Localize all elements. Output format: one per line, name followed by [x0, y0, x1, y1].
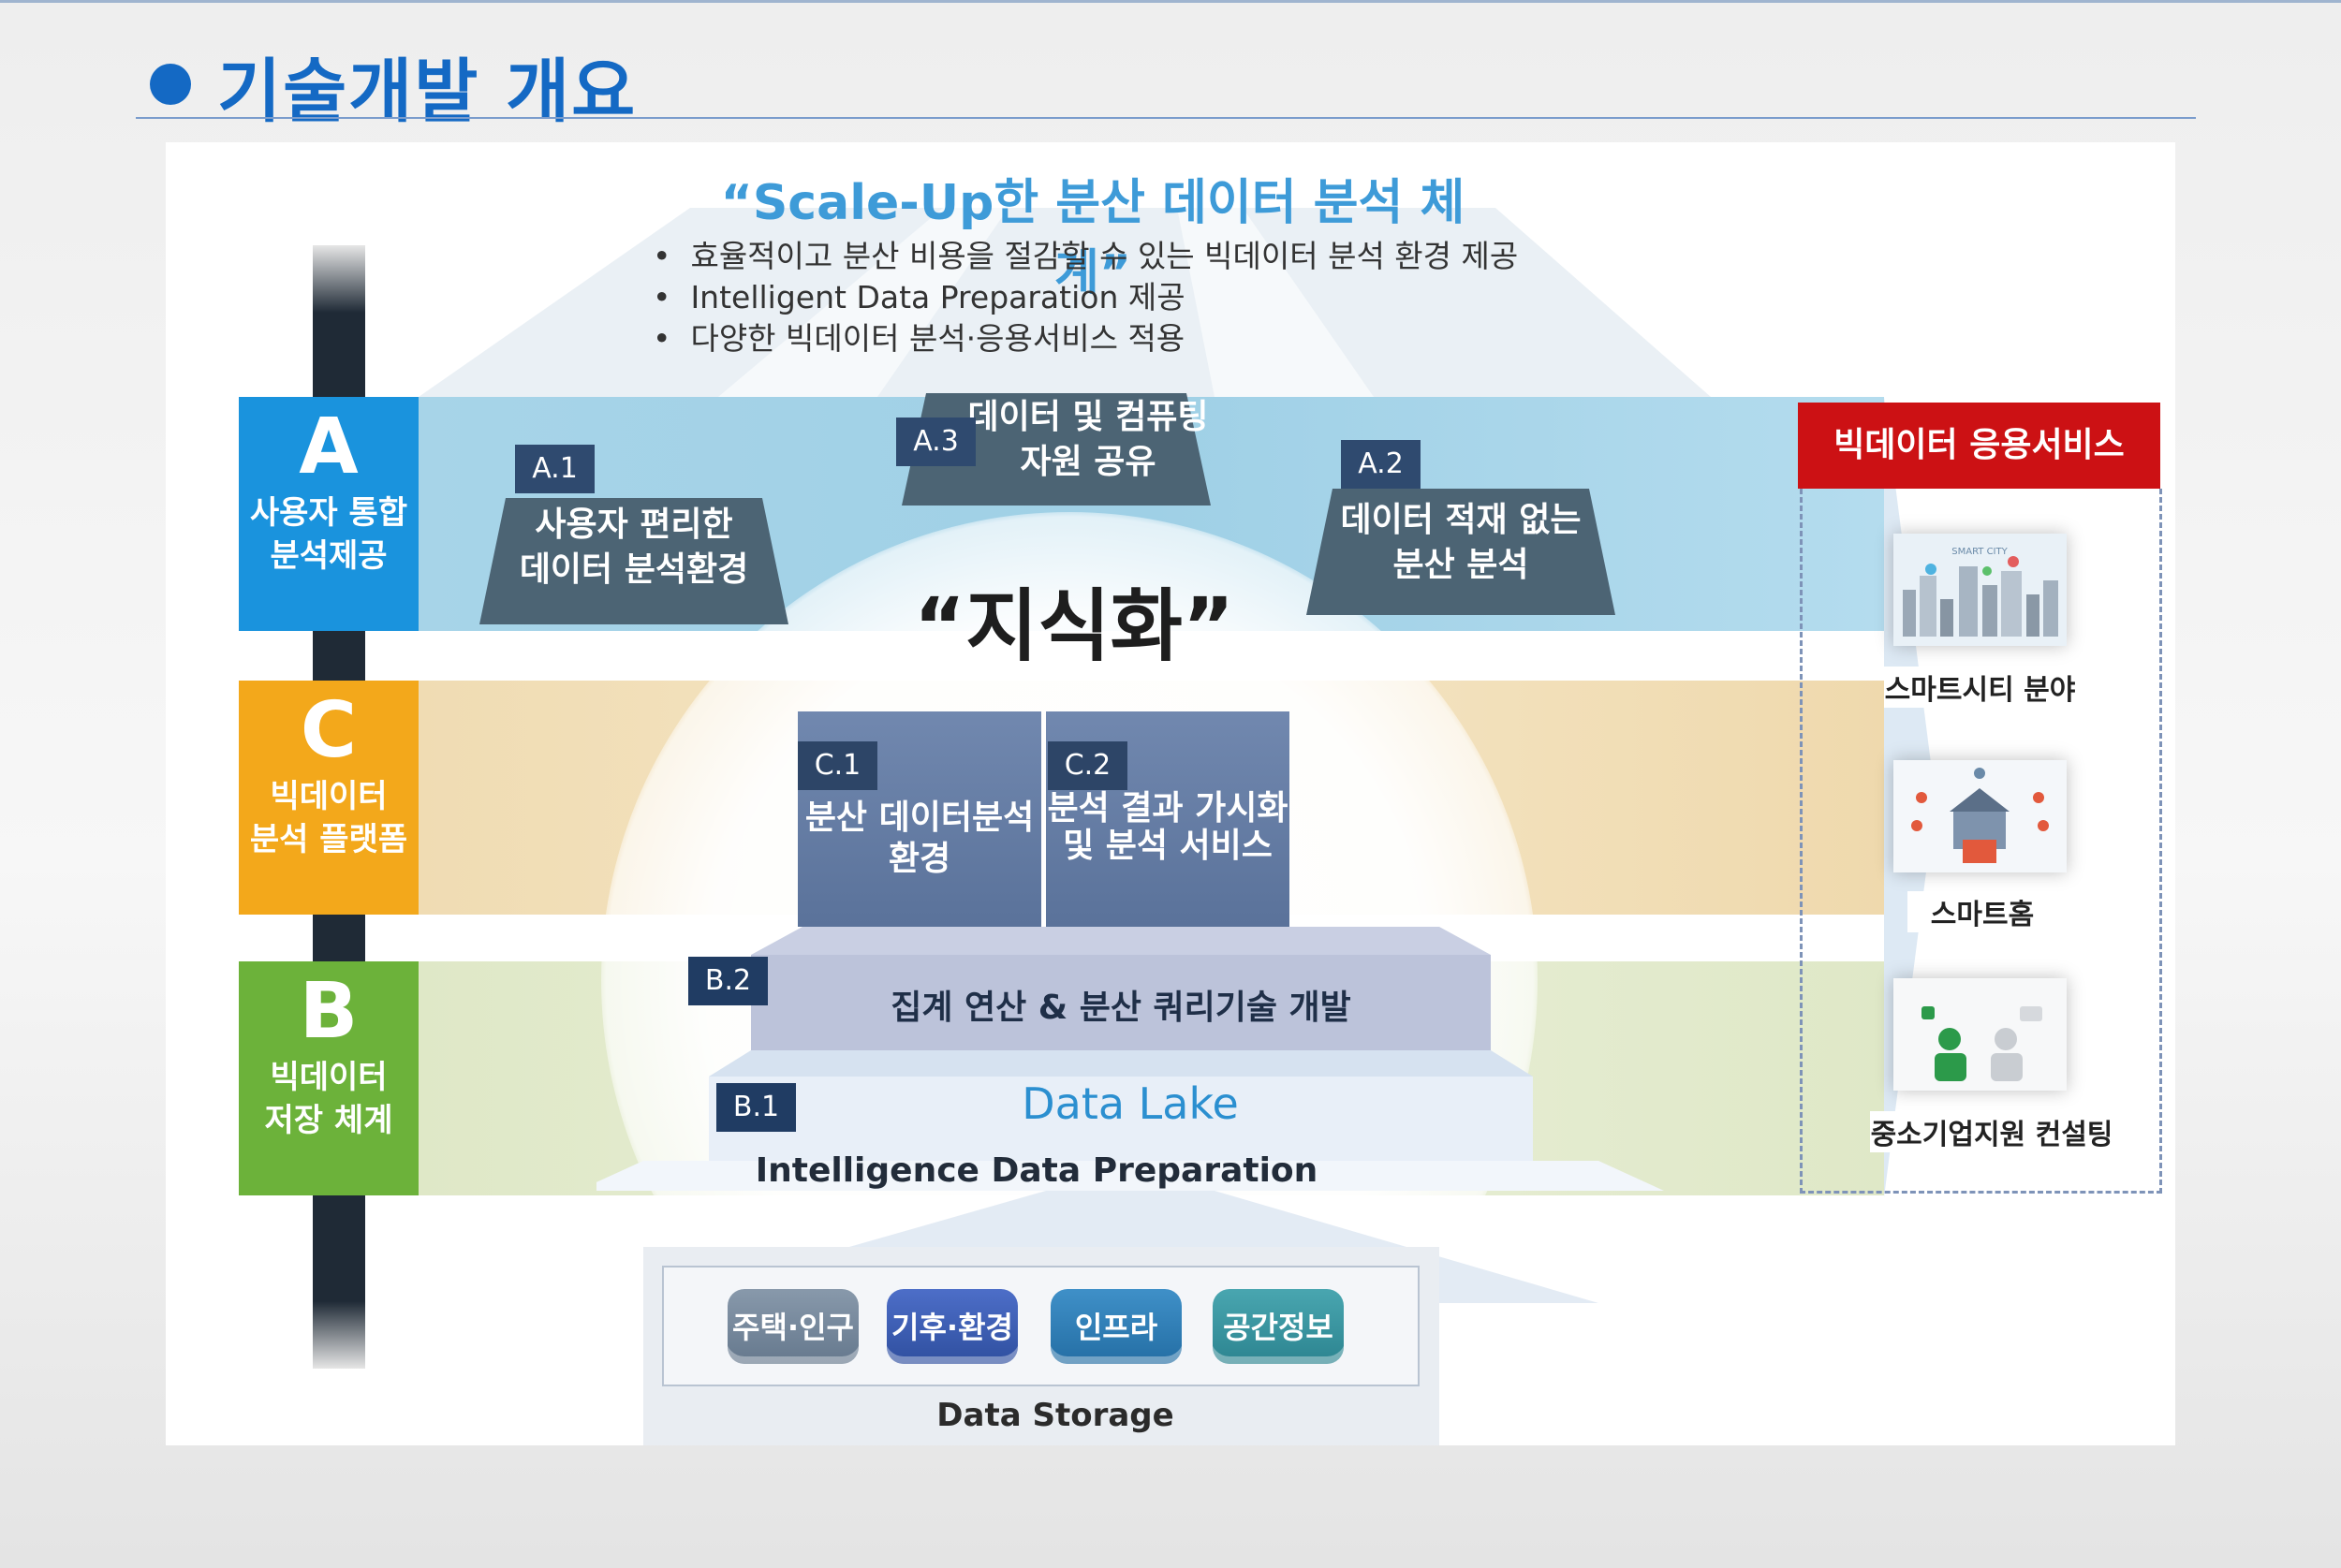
diagram-heading: “Scale-Up한 분산 데이터 분석 체계”	[720, 175, 1465, 301]
bullet-3: • 다양한 빅데이터 분석·응용서비스 적용	[653, 320, 1185, 357]
page-title: 기술개발 개요	[217, 51, 638, 132]
layer-c-caption: C 빅데이터 분석 플랫폼	[239, 681, 419, 915]
service-smart-city: 스마트시티 분야	[1884, 667, 2076, 708]
b1-sublabel: Intelligence Data Preparation	[755, 1151, 1318, 1190]
service-smart-home: 스마트홈	[1907, 891, 2057, 932]
a2-tag: A.2	[1341, 440, 1421, 489]
bullet-icon	[150, 64, 191, 105]
storage-label: Data Storage	[936, 1397, 1174, 1434]
bullet-1: • 효율적이고 분산 비용을 절감할 수 있는 빅데이터 분석 환경 제공	[653, 238, 1519, 274]
c1-tag: C.1	[798, 741, 877, 790]
svg-text:SMART CITY: SMART CITY	[1951, 547, 2008, 557]
layer-a-caption: A 사용자 통합 분석제공	[239, 397, 419, 631]
top-rule	[0, 0, 2341, 3]
bullet-2: • Intelligent Data Preparation 제공	[653, 279, 1185, 315]
consulting-icon	[1893, 978, 2067, 1091]
a1-box-shape	[479, 498, 788, 624]
home-icon	[1893, 760, 2067, 872]
cylinder-spatial: 공간정보	[1213, 1289, 1344, 1364]
city-icon: SMART CITY	[1893, 534, 2067, 646]
c2-tag: C.2	[1048, 741, 1127, 790]
smart-home-image	[1893, 760, 2067, 872]
c1-text: 분산 데이터분석 환경	[804, 799, 1035, 878]
a3-tag: A.3	[896, 418, 976, 466]
a3-box-shape	[902, 393, 1211, 506]
a2-box-text: 데이터 적재 없는 분산 분석	[1340, 501, 1582, 584]
a2-box-shape	[1306, 489, 1615, 615]
cylinder-infra: 인프라	[1051, 1289, 1182, 1364]
diagram-panel: “Scale-Up한 분산 데이터 분석 체계” • 효율적이고 분산 비용을 …	[166, 142, 2175, 1445]
b-tiers	[596, 927, 1664, 1191]
service-consulting: 중소기업지원 컨설팅	[1870, 1111, 2113, 1152]
center-text: “지식화”	[913, 580, 1235, 672]
a1-box-text: 사용자 편리한 데이터 분석환경	[519, 506, 749, 589]
services-box	[1800, 489, 2162, 1194]
consulting-image	[1893, 978, 2067, 1091]
cylinder-housing: 주택·인구	[728, 1289, 859, 1364]
services-title: 빅데이터 응용서비스	[1798, 403, 2160, 489]
a3-box-text: 데이터 및 컴퓨팅 자원 공유	[967, 398, 1209, 481]
light-rays	[419, 208, 1711, 397]
title-underline	[136, 117, 2196, 119]
smart-city-image: SMART CITY	[1893, 534, 2067, 646]
b1-tag: B.1	[716, 1083, 796, 1132]
header-bullets: • 효율적이고 분산 비용을 절감할 수 있는 빅데이터 분석 환경 제공 • …	[653, 236, 1683, 359]
b2-label: 집계 연산 & 분산 쿼리기술 개발	[891, 989, 1351, 1027]
a1-tag: A.1	[515, 445, 595, 493]
layer-b-caption: B 빅데이터 저장 체계	[239, 961, 419, 1195]
cylinder-climate: 기후·환경	[887, 1289, 1018, 1364]
b1-label: Data Lake	[1022, 1078, 1239, 1129]
b2-tag: B.2	[688, 957, 768, 1005]
c2-text: 분석 결과 가시화 및 분석 서비스	[1047, 789, 1288, 865]
